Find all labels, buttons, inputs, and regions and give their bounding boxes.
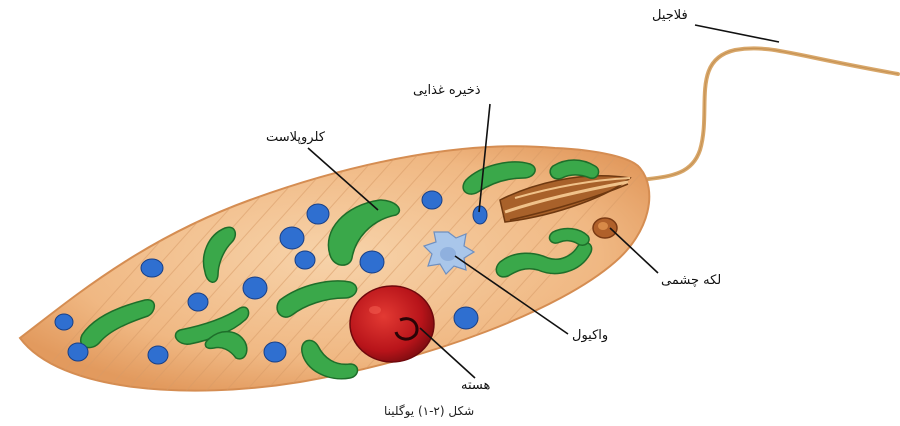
flagellum — [628, 48, 898, 182]
label-eyespot: لکه چشمی — [661, 273, 721, 288]
label-vacuole: واکیول — [572, 328, 608, 343]
leader-flagellum — [695, 25, 779, 42]
figure-caption: شکل (۲-۱) یوگلینا — [384, 404, 474, 418]
nucleus — [350, 286, 434, 362]
label-nucleus: هسته — [461, 378, 490, 393]
label-food-storage: ذخیره غذایی — [413, 83, 481, 98]
label-chloroplast: کلروپلاست — [266, 130, 325, 145]
label-flagellum: فلاجیل — [652, 8, 688, 23]
